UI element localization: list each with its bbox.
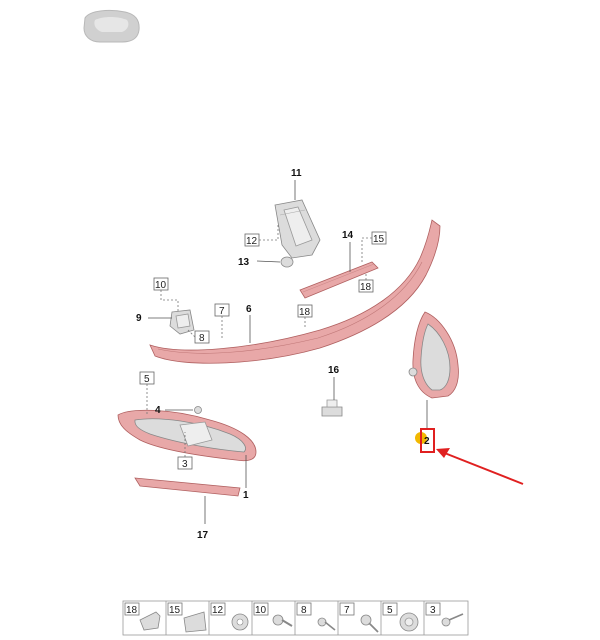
legend-num-3: 3 xyxy=(430,605,436,616)
legend-item-12[interactable]: 12 xyxy=(210,602,249,631)
callout-3: 3 xyxy=(182,459,188,470)
part-11-bracket[interactable] xyxy=(274,199,321,259)
callout-15: 15 xyxy=(373,234,385,245)
legend-num-18: 18 xyxy=(126,605,138,616)
legend-item-8[interactable]: 8 xyxy=(296,602,336,631)
part-16-clip[interactable] xyxy=(321,399,343,417)
callout-13: 13 xyxy=(238,257,250,268)
callout-7: 7 xyxy=(219,306,225,317)
small-screw-icon xyxy=(441,617,451,627)
legend-item-3[interactable]: 3 xyxy=(425,602,464,627)
callout-5: 5 xyxy=(144,374,150,385)
highlight-arrow xyxy=(436,448,524,485)
legend-num-10: 10 xyxy=(255,605,267,616)
bracket-clip-icon xyxy=(183,611,207,633)
callout-18: 18 xyxy=(360,282,372,293)
callout-1: 1 xyxy=(243,490,249,501)
callout-2: 2 xyxy=(424,436,430,447)
legend-num-7: 7 xyxy=(344,605,350,616)
screw-icon xyxy=(317,617,327,627)
bolt-head-icon xyxy=(272,614,284,626)
legend-item-10[interactable]: 10 xyxy=(253,602,293,627)
legend-num-12: 12 xyxy=(212,605,224,616)
car-overview-icon xyxy=(83,9,140,43)
callout-10: 10 xyxy=(155,280,167,291)
legend-num-15: 15 xyxy=(169,605,181,616)
fastener-legend: 18 15 12 10 8 xyxy=(122,600,469,636)
callout-4: 4 xyxy=(155,405,161,416)
highlight-box xyxy=(420,428,435,453)
part-13-clip[interactable] xyxy=(280,256,294,268)
part-1-reflector-housing[interactable] xyxy=(117,409,257,462)
flange-screw-icon xyxy=(360,614,372,626)
part-17-trim-strip[interactable] xyxy=(134,477,241,497)
callout-6: 6 xyxy=(246,304,252,315)
callout-17: 17 xyxy=(197,530,209,541)
part-14-rail[interactable] xyxy=(299,261,379,299)
clip-icon xyxy=(139,611,161,631)
callout-8: 8 xyxy=(199,333,205,344)
legend-item-15[interactable]: 15 xyxy=(167,602,207,633)
part-9-mount[interactable] xyxy=(169,309,195,335)
legend-item-7[interactable]: 7 xyxy=(339,602,379,633)
callout-12: 12 xyxy=(246,236,258,247)
part-6-bumper-strip[interactable] xyxy=(149,219,441,364)
legend-item-18[interactable]: 18 xyxy=(124,602,161,631)
legend-num-5: 5 xyxy=(387,605,393,616)
callout-11: 11 xyxy=(291,168,302,179)
callout-14: 14 xyxy=(342,230,354,241)
callout-18b: 18 xyxy=(299,307,311,318)
callout-16: 16 xyxy=(328,365,340,376)
part-2-side-light[interactable] xyxy=(408,311,459,399)
callout-9: 9 xyxy=(136,313,142,324)
legend-num-8: 8 xyxy=(301,605,307,616)
legend-item-5[interactable]: 5 xyxy=(382,602,419,632)
part-4-screw[interactable] xyxy=(194,406,202,414)
